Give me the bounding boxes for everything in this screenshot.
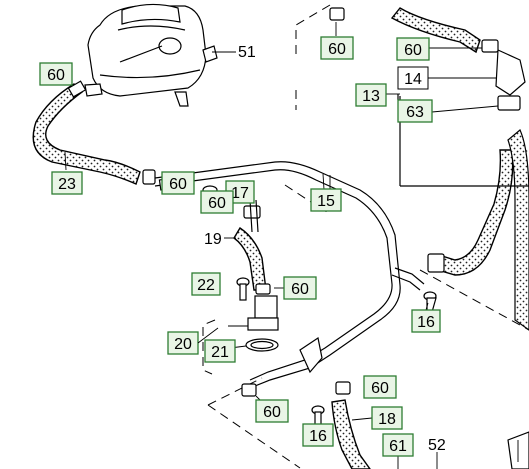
svg-text:14: 14	[404, 71, 422, 88]
svg-text:21: 21	[211, 344, 229, 361]
svg-text:60: 60	[47, 67, 65, 84]
callout-61: 61	[382, 433, 414, 457]
svg-text:60: 60	[371, 380, 389, 397]
callout-16-lower: 16	[302, 423, 334, 447]
reservoir-label: 51	[238, 44, 256, 61]
svg-text:16: 16	[417, 314, 435, 331]
callout-60-mid-upper: 60	[200, 190, 234, 214]
hose-group-13	[329, 7, 529, 331]
bottom-parts	[397, 431, 529, 469]
callout-60-bottom-left: 60	[255, 399, 289, 423]
callout-15: 15	[310, 188, 342, 212]
svg-text:18: 18	[378, 411, 396, 428]
callout-52: 52	[428, 437, 446, 454]
clip-bottom-left-part	[241, 383, 263, 403]
callout-21: 21	[204, 339, 236, 363]
callout-20-leader	[197, 327, 219, 344]
callout-16-right: 16	[411, 309, 441, 333]
callout-14: 14	[397, 66, 429, 90]
svg-text:60: 60	[263, 404, 281, 421]
bolts-16	[311, 291, 437, 427]
callout-23: 23	[51, 171, 83, 195]
hose-23	[32, 80, 156, 185]
callout-60-reservoir-outlet: 60	[161, 171, 195, 195]
callout-63: 63	[397, 99, 433, 123]
callout-labels: 60 23 60 17 15 60 19 22 60	[39, 36, 446, 457]
svg-text:60: 60	[328, 41, 346, 58]
svg-text:15: 15	[317, 193, 335, 210]
svg-text:60: 60	[291, 281, 309, 298]
hose-19	[224, 199, 271, 295]
callout-60-mid-lower: 60	[283, 276, 317, 300]
svg-text:63: 63	[406, 104, 424, 121]
svg-text:61: 61	[389, 438, 407, 455]
svg-text:60: 60	[208, 195, 226, 212]
svg-text:17: 17	[231, 185, 249, 202]
svg-text:16: 16	[309, 428, 327, 445]
callout-60-upper-left: 60	[39, 62, 73, 86]
svg-text:60: 60	[404, 42, 422, 59]
hose-18	[331, 381, 373, 469]
callout-60-top-center: 60	[320, 36, 354, 60]
pump-group	[228, 277, 285, 352]
coolant-reservoir: 51	[84, 3, 256, 107]
callout-60-bottom-right: 60	[363, 375, 397, 399]
svg-text:23: 23	[58, 176, 76, 193]
callout-22: 22	[191, 272, 221, 296]
assembly-outlines	[202, 4, 529, 469]
callout-20: 20	[167, 331, 199, 355]
svg-text:22: 22	[197, 277, 215, 294]
callout-60-top-right: 60	[396, 37, 430, 61]
callout-19: 19	[204, 231, 222, 248]
svg-text:20: 20	[174, 336, 192, 353]
callout-18: 18	[371, 406, 403, 430]
svg-text:13: 13	[362, 88, 380, 105]
callout-13: 13	[355, 83, 387, 107]
svg-text:60: 60	[169, 176, 187, 193]
